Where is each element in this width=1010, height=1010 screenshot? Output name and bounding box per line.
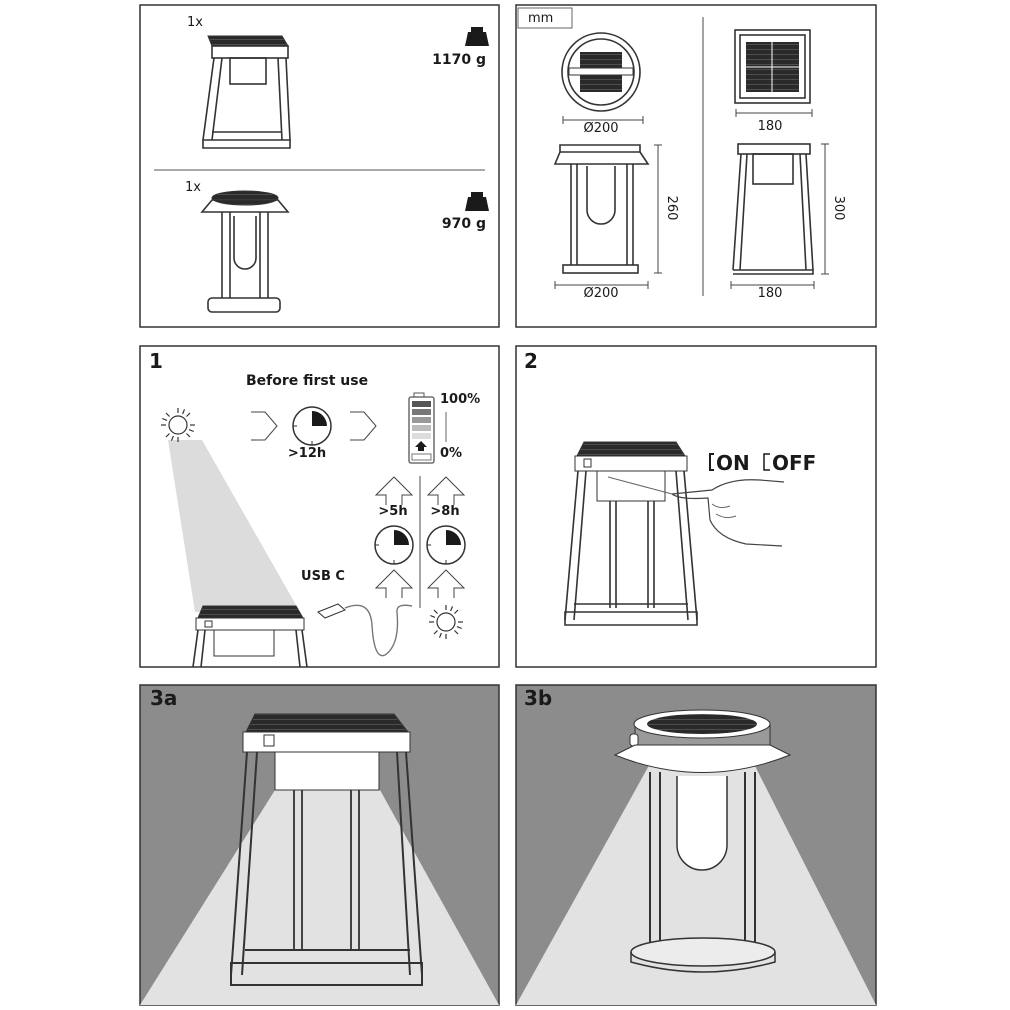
usb-cable-icon [317, 603, 413, 657]
step-number: 2 [524, 349, 538, 373]
lantern-illustration [192, 605, 308, 668]
panel-step-2: 2 ON OFF [515, 345, 877, 668]
panel-step-3a: 3a [139, 684, 500, 1006]
usb-label: USB C [301, 569, 345, 584]
lantern-illustration [613, 709, 792, 973]
duration-label: >5h [378, 504, 407, 519]
battery-full-label: 100% [440, 392, 480, 407]
lantern-illustration [564, 441, 698, 626]
step-number: 1 [149, 349, 163, 373]
dimension-label: 260 [664, 196, 679, 221]
battery-empty-label: 0% [440, 446, 462, 461]
square-lantern-illustration [202, 35, 291, 149]
duration-label: >12h [288, 446, 326, 461]
sunlight-beam [168, 440, 300, 612]
panel-step-1: 1 Before first use >12h 100% 0% >5h >8h … [139, 345, 500, 668]
dimension-label: 180 [758, 119, 783, 134]
quantity-label: 1x [187, 15, 203, 30]
weight-value: 970 g [442, 216, 486, 232]
hand-illustration [607, 476, 785, 547]
lantern-illustration [230, 713, 423, 986]
on-label: ON [716, 451, 750, 475]
weight-value: 1170 g [432, 52, 486, 68]
panel-dimensions: mm Ø200 260 Ø200 180 300 180 [515, 4, 877, 328]
unit-label: mm [528, 11, 553, 26]
step-title: Before first use [246, 373, 368, 389]
dimension-label: 300 [831, 196, 846, 221]
step-number: 3b [524, 686, 552, 710]
light-beam [516, 760, 876, 1005]
clock-icon [374, 525, 414, 565]
battery-icon [408, 392, 435, 464]
off-label: OFF [772, 451, 816, 475]
quantity-label: 1x [185, 180, 201, 195]
dimension-label: Ø200 [583, 286, 618, 301]
unit-box [517, 7, 573, 29]
dimension-label: 180 [758, 286, 783, 301]
round-lantern-illustration [200, 190, 290, 313]
clock-icon [292, 406, 332, 446]
duration-label: >8h [430, 504, 459, 519]
clock-icon [426, 525, 466, 565]
panel-step-3b: 3b [515, 684, 877, 1006]
dimension-label: Ø200 [583, 121, 618, 136]
power-switch-diagram: ON OFF [709, 451, 816, 475]
panel-contents: 1x 1170 g 1x 970 g [139, 4, 500, 328]
step-number: 3a [150, 686, 177, 710]
